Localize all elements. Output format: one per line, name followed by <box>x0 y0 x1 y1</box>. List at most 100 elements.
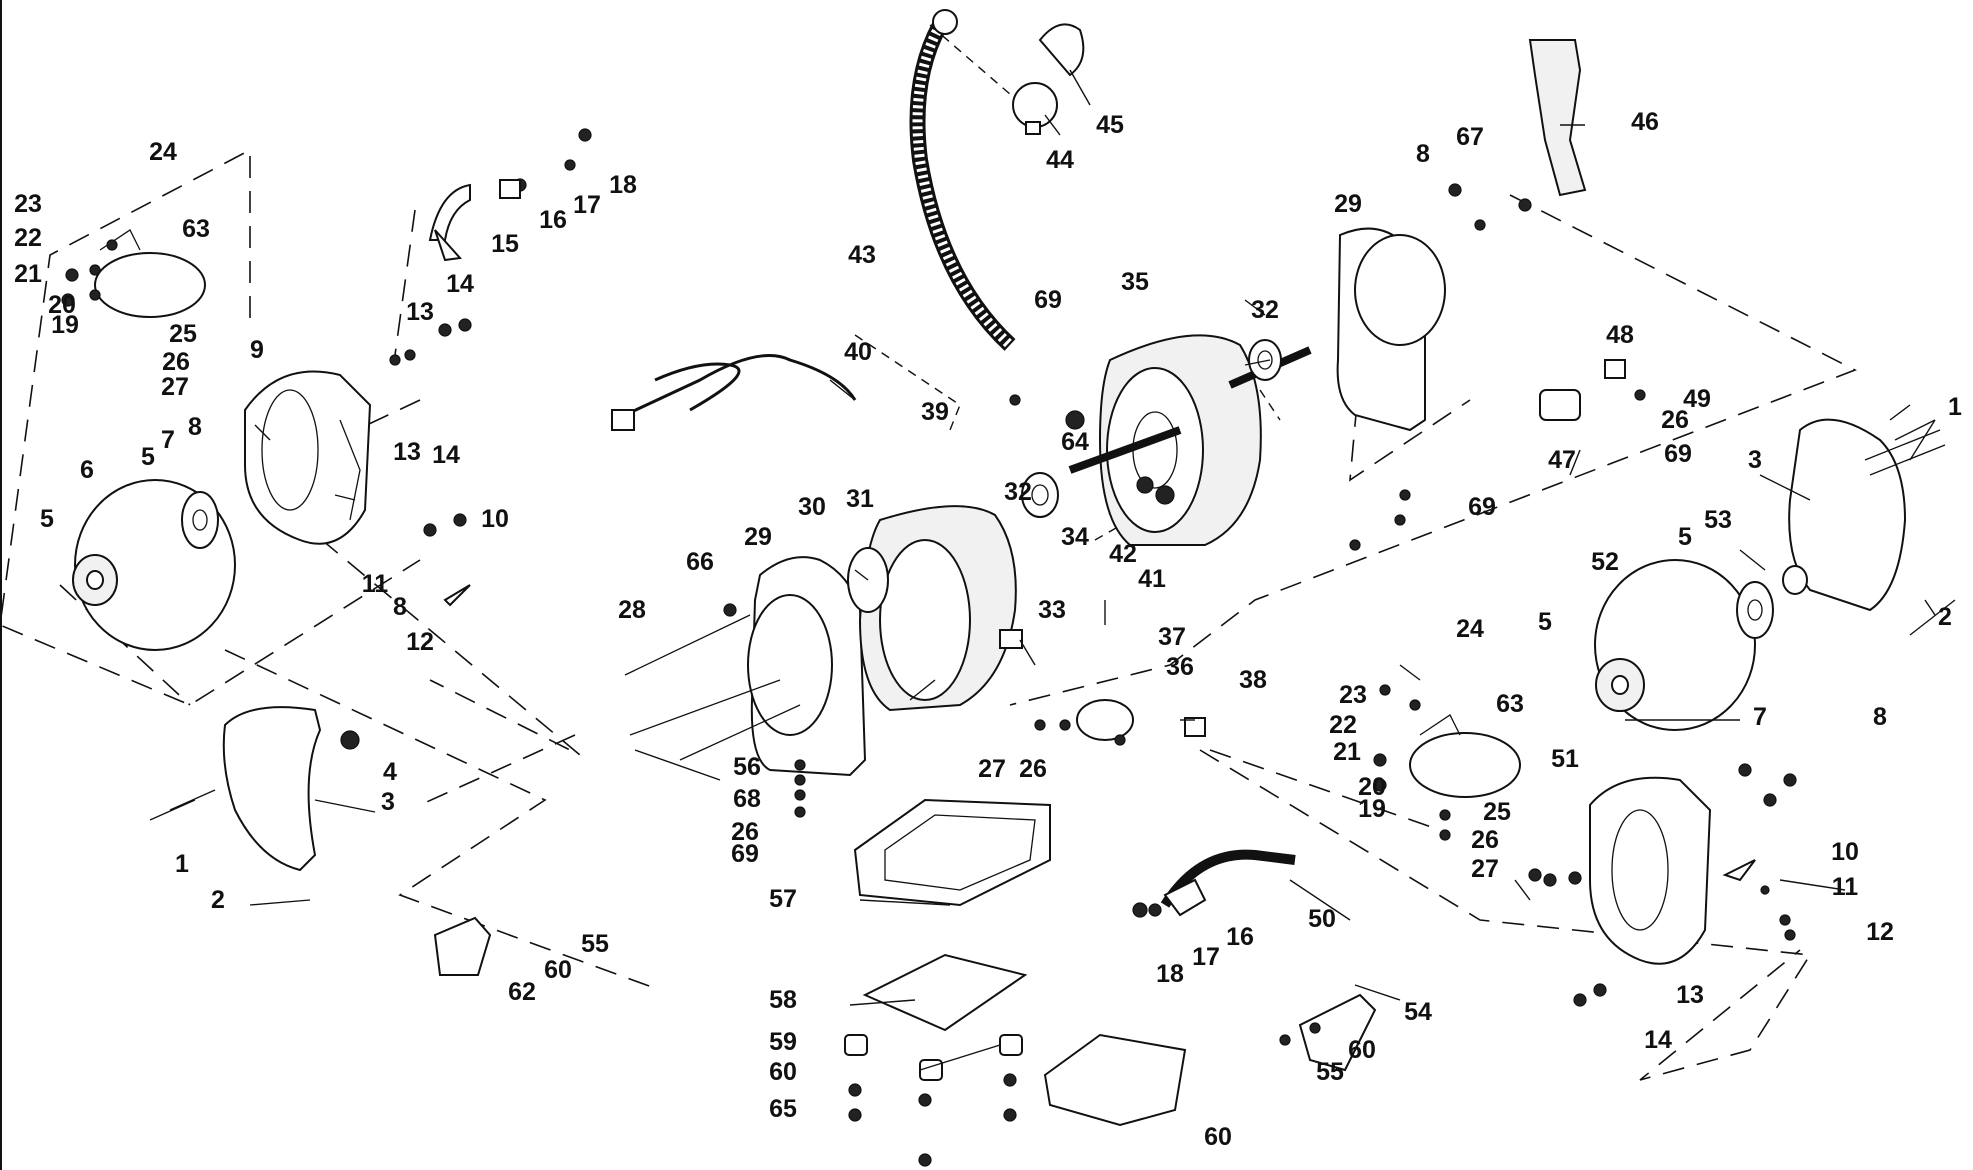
part-label: 44 <box>1046 146 1074 174</box>
leader-lines <box>254 69 1936 1071</box>
base-57 <box>853 798 1051 907</box>
eye-shield-bracket-15 <box>428 183 471 262</box>
part-label: 63 <box>182 215 210 243</box>
part-label: 26 <box>731 818 759 846</box>
part-label: 27 <box>978 755 1006 783</box>
part-label: 17 <box>1192 943 1220 971</box>
part-label: 23 <box>14 190 42 218</box>
part-label: 66 <box>686 548 714 576</box>
part-label: 64 <box>1061 428 1089 456</box>
part-label: 60 <box>1348 1036 1376 1064</box>
hardware-left <box>61 128 592 906</box>
part-label: 54 <box>1404 998 1432 1026</box>
part-label: 13 <box>393 438 421 466</box>
part-label: 15 <box>491 230 519 258</box>
part-label: 37 <box>1158 623 1186 651</box>
tool-rest-bracket-62 <box>433 916 492 976</box>
part-label: 6 <box>80 456 94 484</box>
bearing-32 <box>1021 339 1282 518</box>
gooseneck-lamp-43 <box>909 9 1016 351</box>
part-label: 41 <box>1138 565 1166 593</box>
part-label: 8 <box>1416 140 1430 168</box>
part-label: 27 <box>161 373 189 401</box>
part-label: 26 <box>1471 826 1499 854</box>
part-label: 23 <box>1339 681 1367 709</box>
part-label: 59 <box>769 1028 797 1056</box>
part-label: 21 <box>1333 738 1361 766</box>
part-label: 1 <box>175 850 189 878</box>
part-label: 35 <box>1121 268 1149 296</box>
part-label: 69 <box>1468 493 1496 521</box>
part-label: 24 <box>149 138 177 166</box>
part-label: 14 <box>446 270 474 298</box>
part-label: 24 <box>1456 615 1484 643</box>
part-label: 7 <box>161 426 175 454</box>
part-label: 17 <box>573 191 601 219</box>
part-label: 36 <box>1166 653 1194 681</box>
part-label: 8 <box>188 413 202 441</box>
part-label: 26 <box>162 348 190 376</box>
part-label: 55 <box>581 930 609 958</box>
part-label: 18 <box>609 171 637 199</box>
motor-housing-35 <box>1098 334 1262 546</box>
eye-shield-63-right <box>1409 714 1521 798</box>
part-label: 52 <box>1591 548 1619 576</box>
part-label: 58 <box>769 986 797 1014</box>
part-label: 34 <box>1061 523 1089 551</box>
part-label: 11 <box>362 570 389 598</box>
part-label: 16 <box>539 206 567 234</box>
part-label: 10 <box>1831 838 1859 866</box>
part-label: 31 <box>846 485 874 513</box>
part-label: 57 <box>769 885 797 913</box>
part-label: 19 <box>51 311 79 339</box>
part-label: 29 <box>1334 190 1362 218</box>
part-label: 55 <box>1316 1058 1344 1086</box>
part-label: 56 <box>733 753 761 781</box>
part-label: 22 <box>14 224 42 252</box>
stator-31 <box>858 505 1017 712</box>
part-label: 51 <box>1551 745 1579 773</box>
part-label: 20 <box>1358 773 1386 801</box>
part-label: 48 <box>1606 321 1634 349</box>
part-label: 47 <box>1548 446 1576 474</box>
part-label: 60 <box>769 1058 797 1086</box>
part-label: 69 <box>1664 440 1692 468</box>
left-wheel-guard-9 <box>244 370 372 545</box>
part-label: 4 <box>383 758 397 786</box>
part-label: 32 <box>1004 478 1032 506</box>
part-label: 43 <box>848 241 876 269</box>
part-label: 25 <box>169 320 197 348</box>
part-label: 16 <box>1226 923 1254 951</box>
part-label: 27 <box>1471 855 1499 883</box>
part-label: 29 <box>744 523 772 551</box>
part-label: 2 <box>1938 603 1952 631</box>
part-label: 14 <box>432 441 460 469</box>
part-label: 3 <box>1748 446 1762 474</box>
part-label: 30 <box>798 493 826 521</box>
part-label: 22 <box>1329 711 1357 739</box>
part-label: 40 <box>844 338 872 366</box>
part-label: 63 <box>1496 690 1524 718</box>
part-label: 10 <box>481 505 509 533</box>
part-label: 20 <box>48 291 76 319</box>
part-label: 12 <box>406 628 434 656</box>
part-label: 69 <box>731 840 759 868</box>
part-label: 33 <box>1038 596 1066 624</box>
part-label: 13 <box>406 298 434 326</box>
part-label: 25 <box>1483 798 1511 826</box>
part-label: 53 <box>1704 506 1732 534</box>
switch-37 <box>1034 699 1206 746</box>
coolant-tray-60 <box>1043 1033 1187 1127</box>
lower-guard-3 <box>222 706 322 872</box>
part-label: 8 <box>393 593 407 621</box>
motor-hardware <box>624 183 1532 818</box>
part-label: 14 <box>1644 1026 1672 1054</box>
part-label: 13 <box>1676 981 1704 1009</box>
part-label: 38 <box>1239 666 1267 694</box>
part-label: 28 <box>618 596 646 624</box>
part-label: 3 <box>381 788 395 816</box>
part-label: 60 <box>1204 1123 1232 1151</box>
part-label: 19 <box>1358 795 1386 823</box>
part-label: 7 <box>1753 703 1767 731</box>
